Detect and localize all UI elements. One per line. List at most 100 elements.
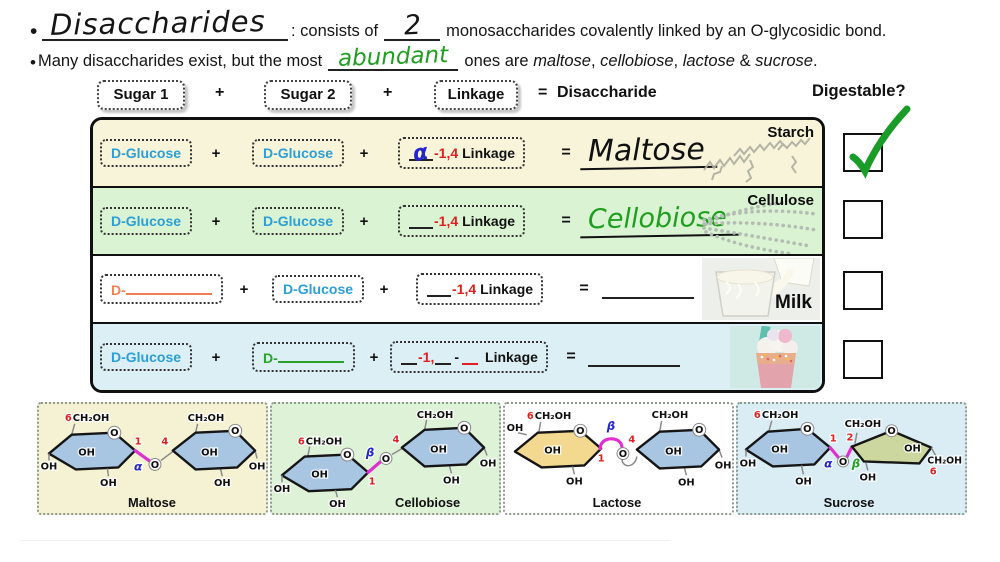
- oh-label: OH: [507, 423, 524, 434]
- seg: .: [812, 52, 818, 70]
- result-maltose-handwriting[interactable]: Maltose: [579, 132, 718, 171]
- carbon-number: 6: [298, 437, 305, 448]
- plus-sign: +: [215, 84, 225, 101]
- equals-sign: =: [538, 84, 548, 101]
- disaccharides-handwriting: Disaccharides: [50, 4, 267, 42]
- sugar2-label: D-Glucose: [252, 207, 345, 235]
- ch2oh-label: CH₂OH: [417, 410, 454, 421]
- table-row-sucrose: D-Glucose + D- + -1,-Linkage =: [93, 322, 822, 390]
- digestable-checkbox-lactose[interactable]: [843, 271, 883, 310]
- seg: &: [734, 52, 756, 70]
- oh-label: OH: [678, 477, 695, 488]
- ring-oxygen: O: [695, 425, 703, 436]
- header-sugar2: Sugar 2: [264, 80, 352, 110]
- column-header-row: Sugar 1 + Sugar 2 + Linkage = Disacchari…: [0, 80, 1000, 112]
- cellulose-illustration: [702, 200, 818, 254]
- bullet2-line: • Many disaccharides exist, but the most…: [30, 42, 818, 72]
- structure-caption: Maltose: [128, 495, 176, 510]
- ring-oxygen: O: [231, 426, 239, 437]
- d-prefix: D-: [111, 282, 126, 298]
- linkage-word: Linkage: [462, 145, 516, 161]
- alpha-handwriting: α: [411, 139, 431, 168]
- linkage-blank: [409, 212, 433, 229]
- ch2oh-label: CH₂OH: [73, 413, 110, 424]
- plus-sign: +: [211, 348, 221, 366]
- linkage-numbers: -1,4: [434, 213, 459, 229]
- cellobiose-structure-panel: 6 CH₂OH CH₂OH O O O OH OH OH OH OH OH 1 …: [270, 402, 501, 515]
- glycosidic-oxygen: O: [619, 449, 627, 460]
- plus-sign: +: [239, 280, 249, 298]
- structure-caption: Cellobiose: [395, 495, 460, 510]
- ch2oh-label: CH₂OH: [306, 437, 343, 448]
- oh-label: OH: [795, 476, 812, 487]
- sugar-name-maltose: maltose: [533, 52, 591, 70]
- count-blank[interactable]: 2: [384, 10, 441, 41]
- d-prefix: D-: [263, 350, 278, 366]
- oh-label: OH: [904, 444, 921, 455]
- carbon-number: 1: [830, 434, 837, 445]
- plus-sign: +: [369, 348, 379, 366]
- sugar2-blank-field[interactable]: D-: [252, 342, 355, 372]
- disaccharides-blank[interactable]: Disaccharides: [42, 4, 289, 42]
- carbon-number: 4: [161, 437, 168, 448]
- sugar1-label: D-Glucose: [100, 139, 193, 167]
- bullet1-text-b: monosaccharides covalently linked by an …: [446, 22, 887, 40]
- oh-label: OH: [100, 478, 117, 489]
- sugar1-blank-field[interactable]: D-: [100, 274, 223, 304]
- structure-caption: Sucrose: [824, 495, 875, 510]
- digestable-checkbox-cellobiose[interactable]: [843, 200, 883, 239]
- carbon-number: 6: [754, 410, 761, 421]
- header-sugar1: Sugar 1: [97, 80, 185, 110]
- linkage-field[interactable]: -1,-Linkage: [390, 341, 548, 373]
- starch-illustration: [703, 137, 811, 183]
- plus-sign: +: [359, 212, 369, 230]
- ch2oh-label: CH₂OH: [927, 455, 962, 466]
- equals-sign: =: [566, 348, 576, 365]
- digestable-checkbox-sucrose[interactable]: [843, 340, 883, 379]
- oh-label: OH: [665, 447, 682, 458]
- plus-sign: +: [379, 280, 389, 298]
- milk-photo: [702, 258, 820, 320]
- linkage-numbers: -1,4: [434, 145, 459, 161]
- oh-label: OH: [430, 445, 447, 456]
- ch2oh-label: CH₂OH: [535, 411, 572, 422]
- linkage-word: Linkage: [485, 349, 538, 365]
- alpha-label: α: [824, 456, 833, 470]
- oh-label: OH: [715, 460, 732, 471]
- sugar2-label: D-Glucose: [272, 275, 365, 303]
- carbon-number: 6: [527, 411, 534, 422]
- seg: ,: [590, 52, 601, 70]
- ring-oxygen: O: [887, 426, 895, 437]
- carbon-number: 6: [930, 466, 937, 477]
- sugar-name-cellobiose: cellobiose: [600, 52, 674, 70]
- alpha-label: α: [134, 459, 143, 473]
- glycosidic-oxygen: O: [839, 457, 847, 468]
- abundant-blank[interactable]: abundant: [328, 42, 459, 72]
- digestable-checkbox-maltose[interactable]: [843, 105, 911, 179]
- carbon-number: 1: [369, 476, 376, 487]
- bullet1-line: • Disaccharides : consists of 2 monosacc…: [30, 4, 887, 42]
- carbon-number: 1: [135, 437, 142, 448]
- oh-label: OH: [771, 445, 788, 456]
- cellulose-label: Cellulose: [747, 192, 814, 209]
- oh-label: OH: [201, 448, 218, 459]
- starch-label: Starch: [767, 124, 814, 141]
- bullet2-text-b: ones are maltose, cellobiose, lactose & …: [464, 52, 817, 71]
- linkage-numbers: -1,4: [452, 281, 477, 297]
- ch2oh-label: CH₂OH: [188, 413, 225, 424]
- result-blank-field[interactable]: [588, 347, 680, 367]
- oh-label: OH: [544, 446, 561, 457]
- oh-label: OH: [311, 469, 328, 480]
- result-blank-field[interactable]: [602, 279, 694, 299]
- oh-label: OH: [566, 476, 583, 487]
- lactose-structure-panel: 6 CH₂OH CH₂OH O O O OH OH OH OH OH OH 1 …: [503, 402, 734, 515]
- linkage-dash: -: [454, 349, 460, 365]
- carbon-number: 4: [392, 435, 399, 446]
- equals-sign: =: [561, 212, 571, 229]
- oh-label: OH: [274, 484, 291, 495]
- header-linkage: Linkage: [434, 80, 518, 110]
- beta-label: β: [606, 419, 616, 433]
